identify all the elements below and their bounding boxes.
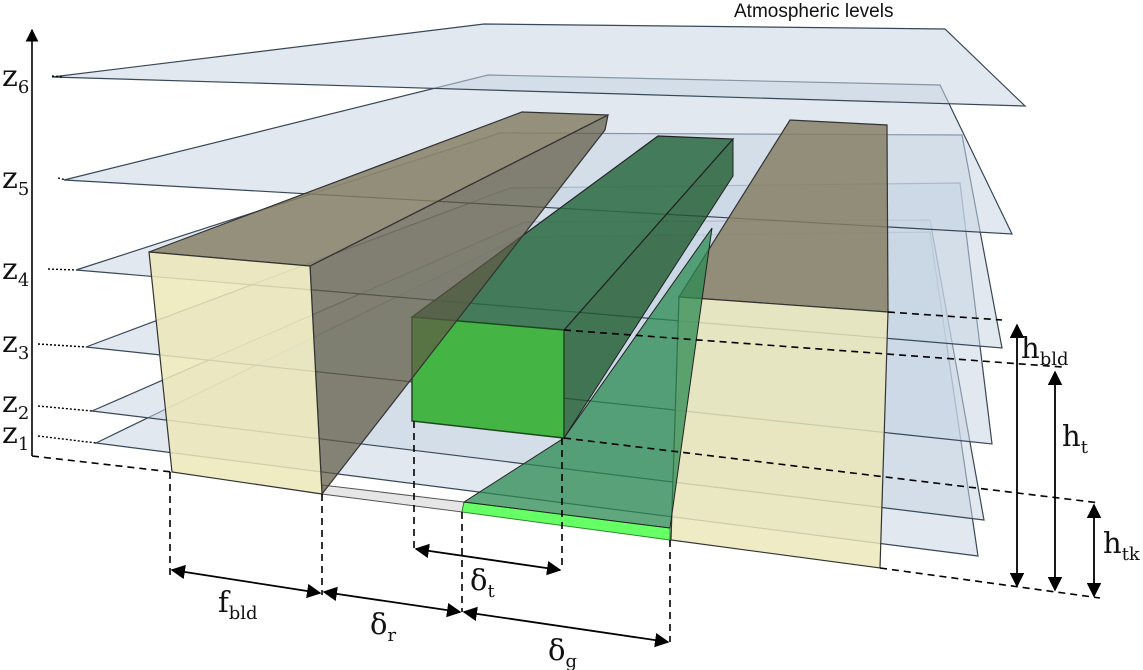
z2-label: z2 xyxy=(2,385,29,424)
level-plane-6 xyxy=(51,23,1027,107)
f-bld-arrow xyxy=(170,564,322,599)
level-leaders xyxy=(37,75,97,444)
building-right xyxy=(670,119,889,569)
base-dashed-line xyxy=(31,455,173,473)
z6-label: z6 xyxy=(2,59,29,98)
delta-r-arrow xyxy=(322,586,462,618)
z5-label: z5 xyxy=(2,161,29,200)
h-tk-label: htk xyxy=(1103,526,1141,565)
building-right-wall xyxy=(670,296,889,569)
height-arrows xyxy=(1009,323,1102,598)
h-t-label: ht xyxy=(1062,419,1089,458)
height-labels: hbld ht htk xyxy=(1021,331,1141,565)
delta-r-label: δr xyxy=(370,607,396,646)
road-strip xyxy=(321,484,465,513)
z1-label: z1 xyxy=(2,416,29,455)
delta-g-arrow xyxy=(462,606,670,648)
tree-row xyxy=(410,135,735,529)
h-bld-label: hbld xyxy=(1021,331,1069,370)
delta-g-label: δg xyxy=(548,633,577,670)
z4-label: z4 xyxy=(2,252,29,291)
tree-trunk-shadow xyxy=(462,227,713,529)
level-labels: z6 z5 z4 z3 z2 z1 xyxy=(2,59,29,455)
width-arrows xyxy=(170,543,670,648)
z3-label: z3 xyxy=(2,325,29,364)
f-bld-label: fbld xyxy=(218,585,258,624)
diagram-title: Atmospheric levels xyxy=(734,1,893,22)
building-left-wall xyxy=(148,251,323,495)
delta-t-label: δt xyxy=(470,563,495,602)
building-left xyxy=(148,111,609,496)
width-labels: fbld δr δt δg xyxy=(218,563,577,670)
delta-t-arrow xyxy=(414,543,562,576)
